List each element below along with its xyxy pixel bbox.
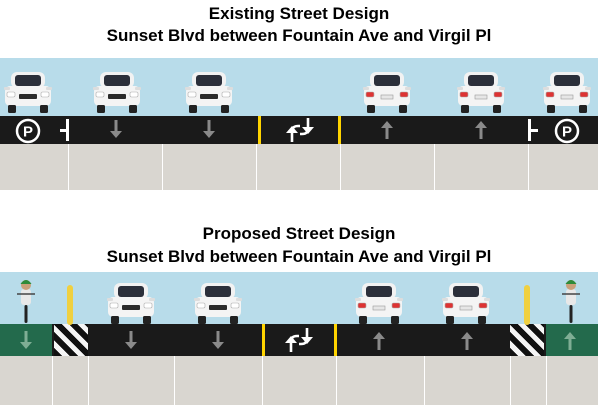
- buffer-zone-right: [510, 324, 544, 356]
- down-arrow-icon: [203, 120, 215, 138]
- down-arrow-icon: [110, 120, 122, 138]
- parking-icon: P: [554, 118, 580, 144]
- car-rear-icon: [354, 281, 404, 330]
- existing-subtitle: Sunset Blvd between Fountain Ave and Vir…: [106, 26, 492, 45]
- svg-text:P: P: [23, 124, 33, 141]
- two-way-left-turn-icon: [285, 328, 313, 352]
- proposed-sky: [0, 272, 598, 324]
- bike-lane-right: [546, 324, 598, 356]
- center-turn-lane-line: [334, 324, 337, 356]
- down-arrow-icon: [212, 331, 224, 349]
- car-rear-icon: [542, 70, 592, 119]
- car-front-icon: [106, 281, 156, 330]
- buffer-zone-left: [54, 324, 88, 356]
- flex-post-bollard: [524, 285, 530, 325]
- cyclist-icon: [17, 280, 35, 323]
- parking-lane-line: [66, 119, 69, 141]
- parking-lane-marker: [530, 129, 538, 132]
- proposed-title: Proposed Street Design: [202, 224, 396, 243]
- proposed-roadway: [0, 324, 598, 356]
- proposed-subtitle: Sunset Blvd between Fountain Ave and Vir…: [106, 247, 492, 266]
- car-rear-icon: [441, 281, 491, 330]
- down-arrow-icon: [20, 331, 32, 349]
- up-arrow-icon: [373, 332, 385, 350]
- car-front-icon: [3, 70, 53, 119]
- existing-roadway: [0, 116, 598, 144]
- parking-lane-marker: [60, 129, 68, 132]
- car-front-icon: [92, 70, 142, 119]
- parking-icon: P: [15, 118, 41, 144]
- car-rear-icon: [362, 70, 412, 119]
- proposed-sidewalk: [0, 356, 598, 405]
- existing-sidewalk: [0, 144, 598, 190]
- car-front-icon: [184, 70, 234, 119]
- car-front-icon: [193, 281, 243, 330]
- cyclist-icon: [562, 280, 580, 323]
- existing-sky: [0, 58, 598, 116]
- up-arrow-icon: [564, 332, 576, 350]
- center-turn-lane-line: [262, 324, 265, 356]
- car-rear-icon: [456, 70, 506, 119]
- center-turn-lane-line: [338, 116, 341, 144]
- up-arrow-icon: [381, 121, 393, 139]
- up-arrow-icon: [475, 121, 487, 139]
- parking-lane-line: [528, 119, 531, 141]
- flex-post-bollard: [67, 285, 73, 325]
- up-arrow-icon: [461, 332, 473, 350]
- center-turn-lane-line: [258, 116, 261, 144]
- svg-text:P: P: [562, 124, 572, 141]
- two-way-left-turn-icon: [286, 118, 314, 142]
- down-arrow-icon: [125, 331, 137, 349]
- existing-title: Existing Street Design: [208, 4, 390, 23]
